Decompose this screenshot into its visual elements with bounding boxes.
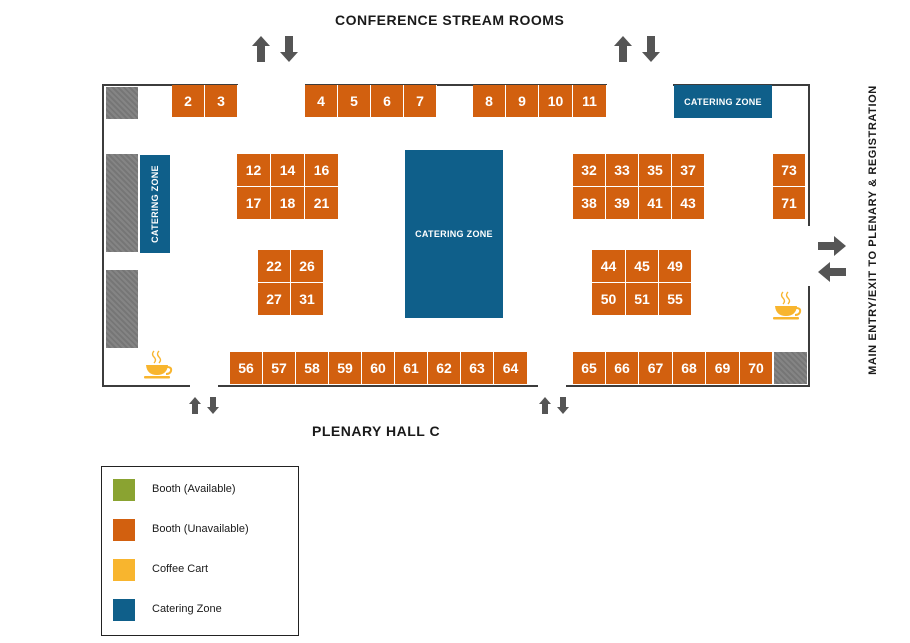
booth[interactable]: 18 bbox=[271, 187, 305, 220]
booth[interactable]: 5 bbox=[338, 85, 371, 118]
legend-swatch-unavailable bbox=[113, 519, 135, 541]
catering-zone-center[interactable]: CATERING ZONE bbox=[405, 150, 503, 318]
legend-label-coffee: Coffee Cart bbox=[152, 563, 209, 575]
booth[interactable]: 45 bbox=[626, 250, 659, 283]
up-down-arrow-icon bbox=[252, 36, 298, 62]
legend-swatch-coffee bbox=[113, 559, 135, 581]
booth[interactable]: 43 bbox=[672, 187, 705, 220]
booth[interactable]: 33 bbox=[606, 154, 639, 187]
booth[interactable]: 63 bbox=[461, 352, 494, 385]
booth[interactable]: 14 bbox=[271, 154, 305, 187]
booth[interactable]: 12 bbox=[237, 154, 271, 187]
booth[interactable]: 41 bbox=[639, 187, 672, 220]
bottom-label: PLENARY HALL C bbox=[312, 423, 441, 439]
entry-exit-arrow-icon bbox=[818, 236, 846, 282]
booth[interactable]: 39 bbox=[606, 187, 639, 220]
booth[interactable]: 21 bbox=[305, 187, 339, 220]
booth[interactable]: 70 bbox=[740, 352, 773, 385]
coffee-cup-icon[interactable] bbox=[771, 289, 803, 321]
booth[interactable]: 61 bbox=[395, 352, 428, 385]
booth[interactable]: 32 bbox=[573, 154, 606, 187]
booth[interactable]: 58 bbox=[296, 352, 329, 385]
service-block bbox=[774, 352, 807, 384]
service-block bbox=[106, 270, 138, 348]
zone-label: CATERING ZONE bbox=[415, 229, 493, 239]
booth[interactable]: 67 bbox=[639, 352, 673, 385]
booth[interactable]: 27 bbox=[258, 283, 291, 316]
booth[interactable]: 55 bbox=[659, 283, 692, 316]
door-gap bbox=[607, 83, 673, 87]
service-block bbox=[106, 87, 138, 119]
booth[interactable]: 49 bbox=[659, 250, 692, 283]
service-block bbox=[106, 154, 138, 252]
legend-label-available: Booth (Available) bbox=[152, 483, 236, 495]
booth[interactable]: 44 bbox=[592, 250, 626, 283]
door-gap bbox=[238, 83, 305, 87]
booth[interactable]: 60 bbox=[362, 352, 395, 385]
up-down-arrow-icon bbox=[614, 36, 660, 62]
booth[interactable]: 35 bbox=[639, 154, 672, 187]
booth[interactable]: 11 bbox=[573, 85, 607, 118]
booth[interactable]: 6 bbox=[371, 85, 404, 118]
up-down-arrow-icon bbox=[189, 397, 219, 414]
booth[interactable]: 71 bbox=[773, 187, 806, 220]
booth[interactable]: 69 bbox=[706, 352, 740, 385]
booth[interactable]: 50 bbox=[592, 283, 626, 316]
booth[interactable]: 17 bbox=[237, 187, 271, 220]
booth[interactable]: 16 bbox=[305, 154, 339, 187]
catering-zone-top-right[interactable]: CATERING ZONE bbox=[674, 85, 772, 118]
booth[interactable]: 62 bbox=[428, 352, 461, 385]
booth[interactable]: 31 bbox=[291, 283, 324, 316]
booth[interactable]: 59 bbox=[329, 352, 362, 385]
booth[interactable]: 73 bbox=[773, 154, 806, 187]
coffee-cup-icon[interactable] bbox=[142, 348, 174, 380]
legend-label-unavailable: Booth (Unavailable) bbox=[152, 523, 249, 535]
up-down-arrow-icon bbox=[539, 397, 569, 414]
legend-swatch-available bbox=[113, 479, 135, 501]
legend bbox=[101, 466, 299, 636]
booth[interactable]: 51 bbox=[626, 283, 659, 316]
door-gap bbox=[190, 384, 218, 388]
booth[interactable]: 66 bbox=[606, 352, 639, 385]
right-label: MAIN ENTRY/EXIT TO PLENARY & REGISTRATIO… bbox=[867, 85, 879, 375]
top-label: CONFERENCE STREAM ROOMS bbox=[335, 12, 565, 28]
booth[interactable]: 56 bbox=[230, 352, 263, 385]
booth[interactable]: 22 bbox=[258, 250, 291, 283]
booth[interactable]: 37 bbox=[672, 154, 705, 187]
booth[interactable]: 7 bbox=[404, 85, 437, 118]
catering-zone-left[interactable]: CATERING ZONE bbox=[140, 155, 170, 253]
booth[interactable]: 38 bbox=[573, 187, 606, 220]
zone-label: CATERING ZONE bbox=[150, 165, 161, 243]
legend-swatch-catering bbox=[113, 599, 135, 621]
booth[interactable]: 9 bbox=[506, 85, 539, 118]
booth[interactable]: 57 bbox=[263, 352, 296, 385]
booth[interactable]: 64 bbox=[494, 352, 528, 385]
door-gap bbox=[807, 226, 812, 286]
booth[interactable]: 26 bbox=[291, 250, 324, 283]
booth[interactable]: 2 bbox=[172, 85, 205, 118]
booth[interactable]: 8 bbox=[473, 85, 506, 118]
booth[interactable]: 4 bbox=[305, 85, 338, 118]
booth[interactable]: 10 bbox=[539, 85, 573, 118]
door-gap bbox=[538, 384, 566, 388]
zone-label: CATERING ZONE bbox=[684, 96, 762, 107]
booth[interactable]: 3 bbox=[205, 85, 238, 118]
booth[interactable]: 68 bbox=[673, 352, 706, 385]
booth[interactable]: 65 bbox=[573, 352, 606, 385]
legend-label-catering: Catering Zone bbox=[152, 603, 222, 615]
